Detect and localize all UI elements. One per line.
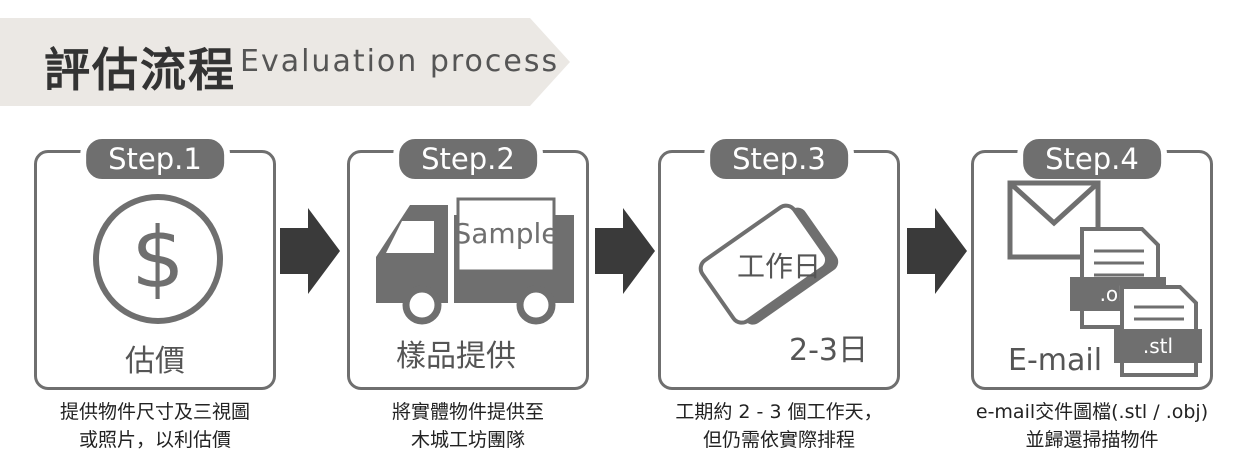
sample-sign-text: Sample xyxy=(454,217,559,250)
step-4-description: e-mail交件圖檔(.stl / .obj) 並歸還掃描物件 xyxy=(942,398,1242,454)
page-subtitle: Evaluation process xyxy=(240,44,560,79)
page-title: 評估流程 xyxy=(44,43,236,97)
description-line: 或照片，以利估價 xyxy=(78,429,231,451)
step-4-badge: Step.4 xyxy=(1017,133,1167,185)
step-3-caption: 2-3日 xyxy=(789,333,868,368)
step-1-card: Step.1 $ 估價 xyxy=(34,133,276,390)
description-line: 提供物件尺寸及三視圖 xyxy=(59,401,250,423)
stl-label: .stl xyxy=(1143,334,1173,358)
description-line: 將實體物件提供至 xyxy=(391,401,544,423)
stl-file-icon: .stl xyxy=(1114,285,1202,377)
truck-icon: Sample xyxy=(376,197,574,325)
step-2-description: 將實體物件提供至 木城工坊團隊 xyxy=(318,398,618,454)
step-1-badge: Step.1 xyxy=(80,133,230,185)
description-line: e-mail交件圖檔(.stl / .obj) xyxy=(975,401,1209,423)
step-3-card: Step.3 工作日 2-3日 xyxy=(658,133,900,390)
dollar-icon: $ xyxy=(93,194,223,324)
step-1-description: 提供物件尺寸及三視圖 或照片，以利估價 xyxy=(5,398,305,454)
email-files-icon: .obj .stl xyxy=(1007,180,1202,377)
arrow-icon xyxy=(907,208,967,294)
description-line: 工期約 2 - 3 個工作天， xyxy=(675,401,883,423)
calendar-card-icon xyxy=(698,203,839,325)
description-line: 木城工坊團隊 xyxy=(410,429,525,451)
step-2-badge: Step.2 xyxy=(393,133,543,185)
arrow-icon xyxy=(280,208,340,294)
card-text: 工作日 xyxy=(737,250,822,283)
header-banner: 評估流程 Evaluation process xyxy=(0,0,1250,125)
step-3-description: 工期約 2 - 3 個工作天， 但仍需依實際排程 xyxy=(629,398,929,454)
step-3-badge: Step.3 xyxy=(704,133,854,185)
step-2-caption: 樣品提供 xyxy=(396,339,516,374)
step-4-card: Step.4 .obj .stl E-mail xyxy=(971,133,1213,390)
description-line: 但仍需依實際排程 xyxy=(702,429,855,451)
description-line: 並歸還掃描物件 xyxy=(1025,429,1159,451)
arrow-icon xyxy=(595,208,655,294)
step-4-caption: E-mail xyxy=(1008,343,1103,378)
banner-shape xyxy=(0,18,570,106)
svg-text:$: $ xyxy=(131,209,184,307)
step-2-card: Sample Step.2 樣品提供 xyxy=(347,133,589,390)
step-1-caption: 估價 xyxy=(125,344,185,379)
